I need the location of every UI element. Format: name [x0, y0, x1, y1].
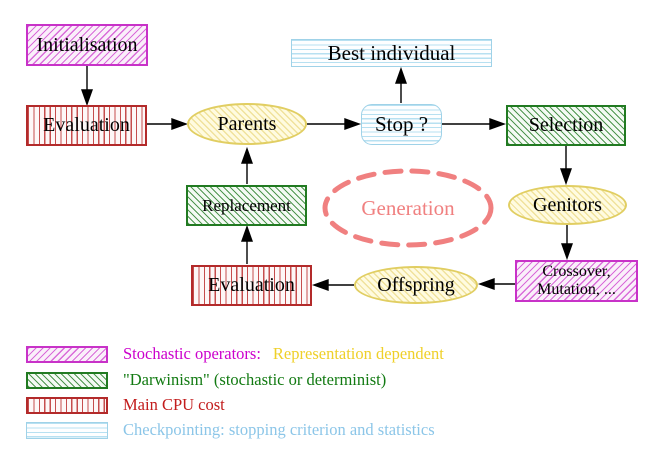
node-offspring-label: Offspring [377, 273, 455, 296]
node-stop: Stop ? [361, 104, 442, 145]
node-evaluation-bottom: Evaluation [191, 265, 312, 306]
node-best-individual: Best individual [291, 39, 492, 67]
node-evaluation-top-label: Evaluation [43, 114, 130, 136]
legend-swatch-darwinism [26, 371, 108, 389]
node-best-individual-label: Best individual [327, 40, 456, 65]
node-crossover-mutation-label: Crossover, Mutation, ... [537, 263, 616, 299]
legend-label-stochastic-operators: Stochastic operators: [123, 344, 261, 363]
node-evaluation-bottom-label: Evaluation [208, 274, 295, 296]
node-generation-label: Generation [361, 195, 455, 220]
crossover-line2: Mutation, ... [537, 281, 616, 298]
node-crossover-mutation: Crossover, Mutation, ... [515, 260, 638, 302]
node-replacement-label: Replacement [202, 195, 291, 215]
legend-row-checkpointing: Checkpointing: stopping criterion and st… [26, 420, 435, 439]
legend-row-stochastic: Stochastic operators: Representation dep… [26, 344, 444, 363]
legend-label-main-cpu-cost: Main CPU cost [123, 395, 225, 414]
node-initialisation-label: Initialisation [36, 33, 138, 56]
node-stop-label: Stop ? [374, 112, 429, 136]
node-genitors-label: Genitors [533, 193, 602, 216]
node-offspring: Offspring [354, 266, 478, 304]
crossover-line1: Crossover, [542, 263, 611, 280]
node-initialisation: Initialisation [26, 24, 148, 66]
legend-label-checkpointing: Checkpointing: stopping criterion and st… [123, 420, 435, 439]
node-evaluation-top: Evaluation [26, 105, 147, 146]
node-selection: Selection [506, 105, 626, 146]
generation-dashed-ellipse [322, 168, 494, 248]
node-generation: Generation [325, 171, 491, 245]
legend-label-representation-dependent: Representation dependent [272, 344, 444, 363]
legend-swatch-stochastic-operators [26, 345, 108, 363]
node-parents-label: Parents [217, 112, 277, 135]
node-replacement: Replacement [186, 185, 307, 226]
legend-swatch-checkpointing [26, 421, 108, 439]
node-parents: Parents [187, 103, 307, 145]
legend-swatch-main-cpu-cost [26, 396, 108, 414]
node-selection-label: Selection [528, 114, 604, 136]
legend-row-cpu-cost: Main CPU cost [26, 395, 225, 414]
legend-label-darwinism: "Darwinism" (stochastic or determinist) [123, 370, 387, 389]
legend-row-darwinism: "Darwinism" (stochastic or determinist) [26, 370, 387, 389]
node-genitors: Genitors [508, 185, 627, 225]
